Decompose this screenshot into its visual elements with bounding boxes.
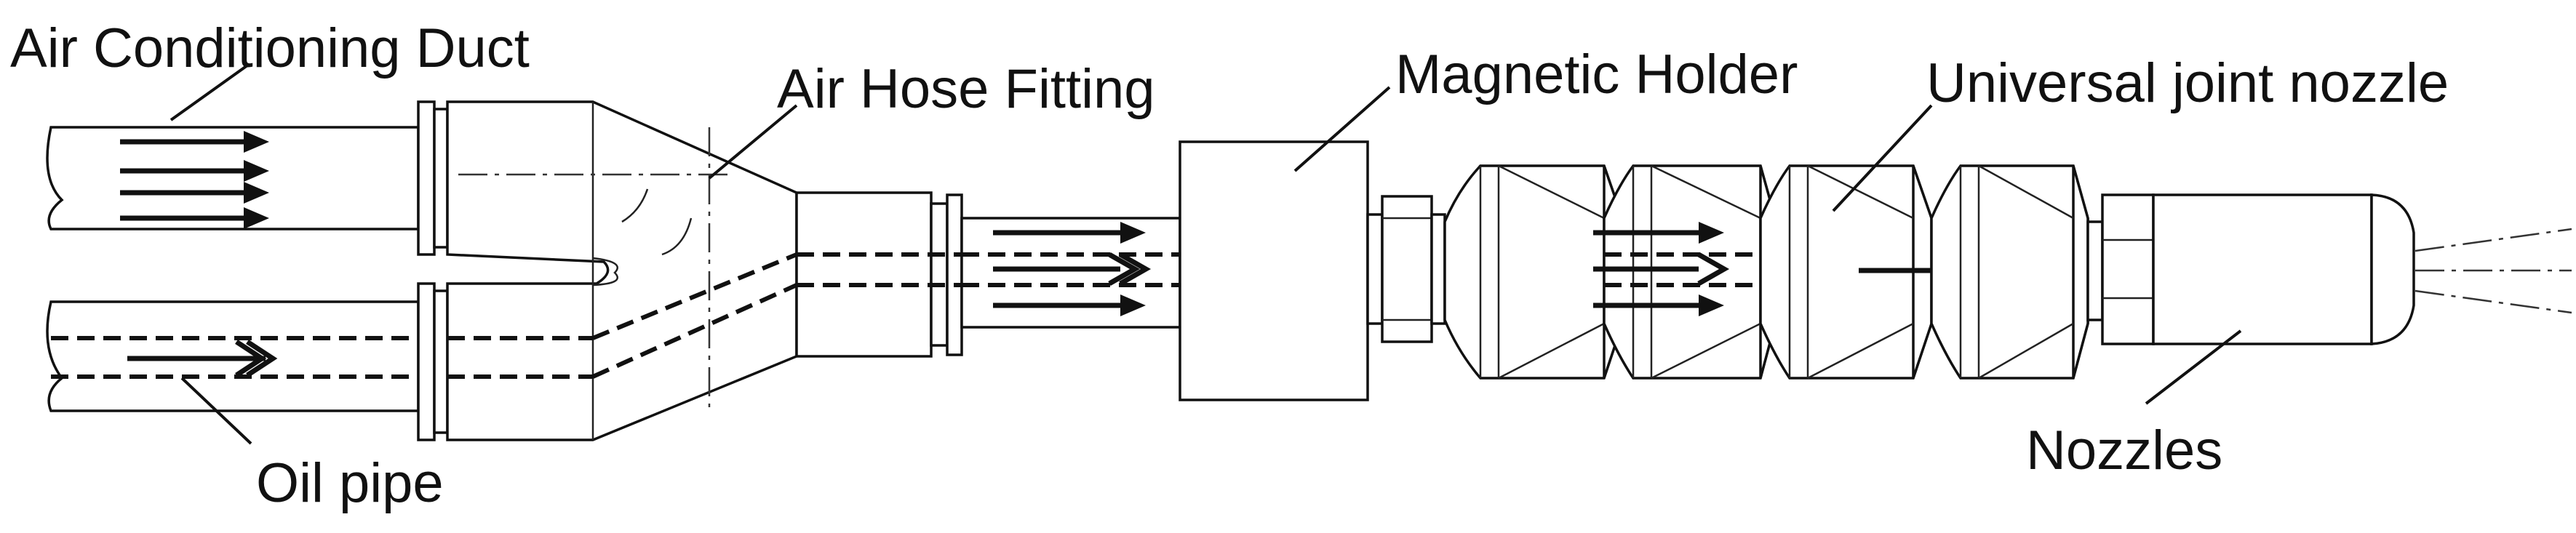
label-air-conditioning-duct: Air Conditioning Duct bbox=[10, 17, 530, 79]
coupling-nut bbox=[1366, 195, 1446, 343]
leader-magnetic-holder bbox=[1293, 86, 1391, 172]
spray-lines bbox=[2414, 228, 2572, 314]
pipe-flanges bbox=[417, 100, 449, 441]
label-air-hose-fitting: Air Hose Fitting bbox=[777, 58, 1155, 120]
magnetic-holder bbox=[1179, 140, 1369, 401]
connecting-tube bbox=[960, 217, 1181, 329]
leader-hose-fitting bbox=[708, 104, 798, 180]
oil-flow-arrow bbox=[127, 340, 278, 377]
hose-connector bbox=[795, 191, 963, 358]
air-flow-arrows-duct bbox=[120, 131, 269, 229]
label-nozzles: Nozzles bbox=[2026, 420, 2222, 481]
leader-oil-pipe bbox=[180, 377, 252, 445]
label-magnetic-holder: Magnetic Holder bbox=[1395, 44, 1798, 105]
universal-joint-segment-3 bbox=[1759, 164, 2022, 380]
leader-air-duct bbox=[170, 64, 249, 121]
nozzles bbox=[2101, 193, 2415, 345]
leader-universal-joint bbox=[1832, 104, 1933, 212]
air-conditioning-duct bbox=[46, 126, 420, 231]
air-hose-fitting bbox=[446, 100, 798, 441]
universal-joint-segment-2 bbox=[1593, 164, 1777, 380]
label-oil-pipe: Oil pipe bbox=[256, 452, 444, 514]
leader-nozzles bbox=[2145, 329, 2242, 405]
universal-joint-segment-1 bbox=[1443, 164, 1624, 380]
universal-joint-segment-4 bbox=[1930, 164, 2104, 380]
label-universal-joint-nozzle: Universal joint nozzle bbox=[1926, 52, 2449, 114]
